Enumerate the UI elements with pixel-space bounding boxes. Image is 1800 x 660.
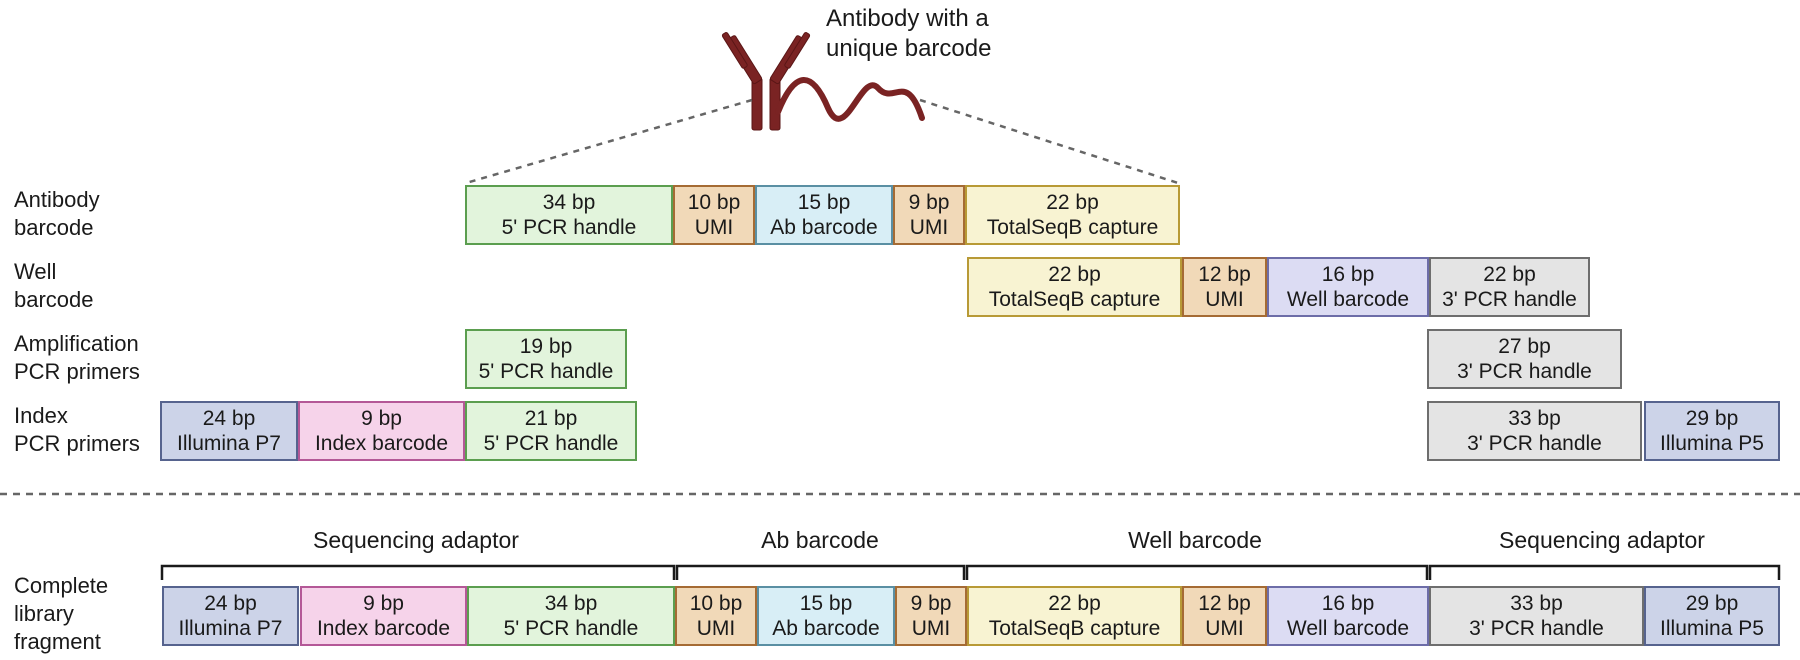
row-label-library-fragment: Complete library fragment: [14, 573, 109, 654]
group-label-well-barcode: Well barcode: [1128, 527, 1262, 553]
barcode-strand: [775, 77, 925, 122]
zoom-line-right: [919, 98, 1179, 185]
row-label-well-barcode: Well barcode: [14, 259, 94, 312]
group-label-sequencing-adaptor: Sequencing adaptor: [313, 527, 519, 553]
row-label-amplification-primers: Amplification PCR primers: [14, 331, 140, 384]
antibody-caption: Antibody with a unique barcode: [826, 5, 992, 62]
row-label-antibody-barcode: Antibody barcode: [14, 187, 100, 240]
group-brackets: [160, 564, 1781, 580]
group-label-sequencing-adaptor: Sequencing adaptor: [1499, 527, 1705, 553]
zoom-line-left: [465, 98, 753, 185]
row-label-index-primers: Index PCR primers: [14, 403, 140, 456]
group-label-ab-barcode: Ab barcode: [761, 527, 879, 553]
